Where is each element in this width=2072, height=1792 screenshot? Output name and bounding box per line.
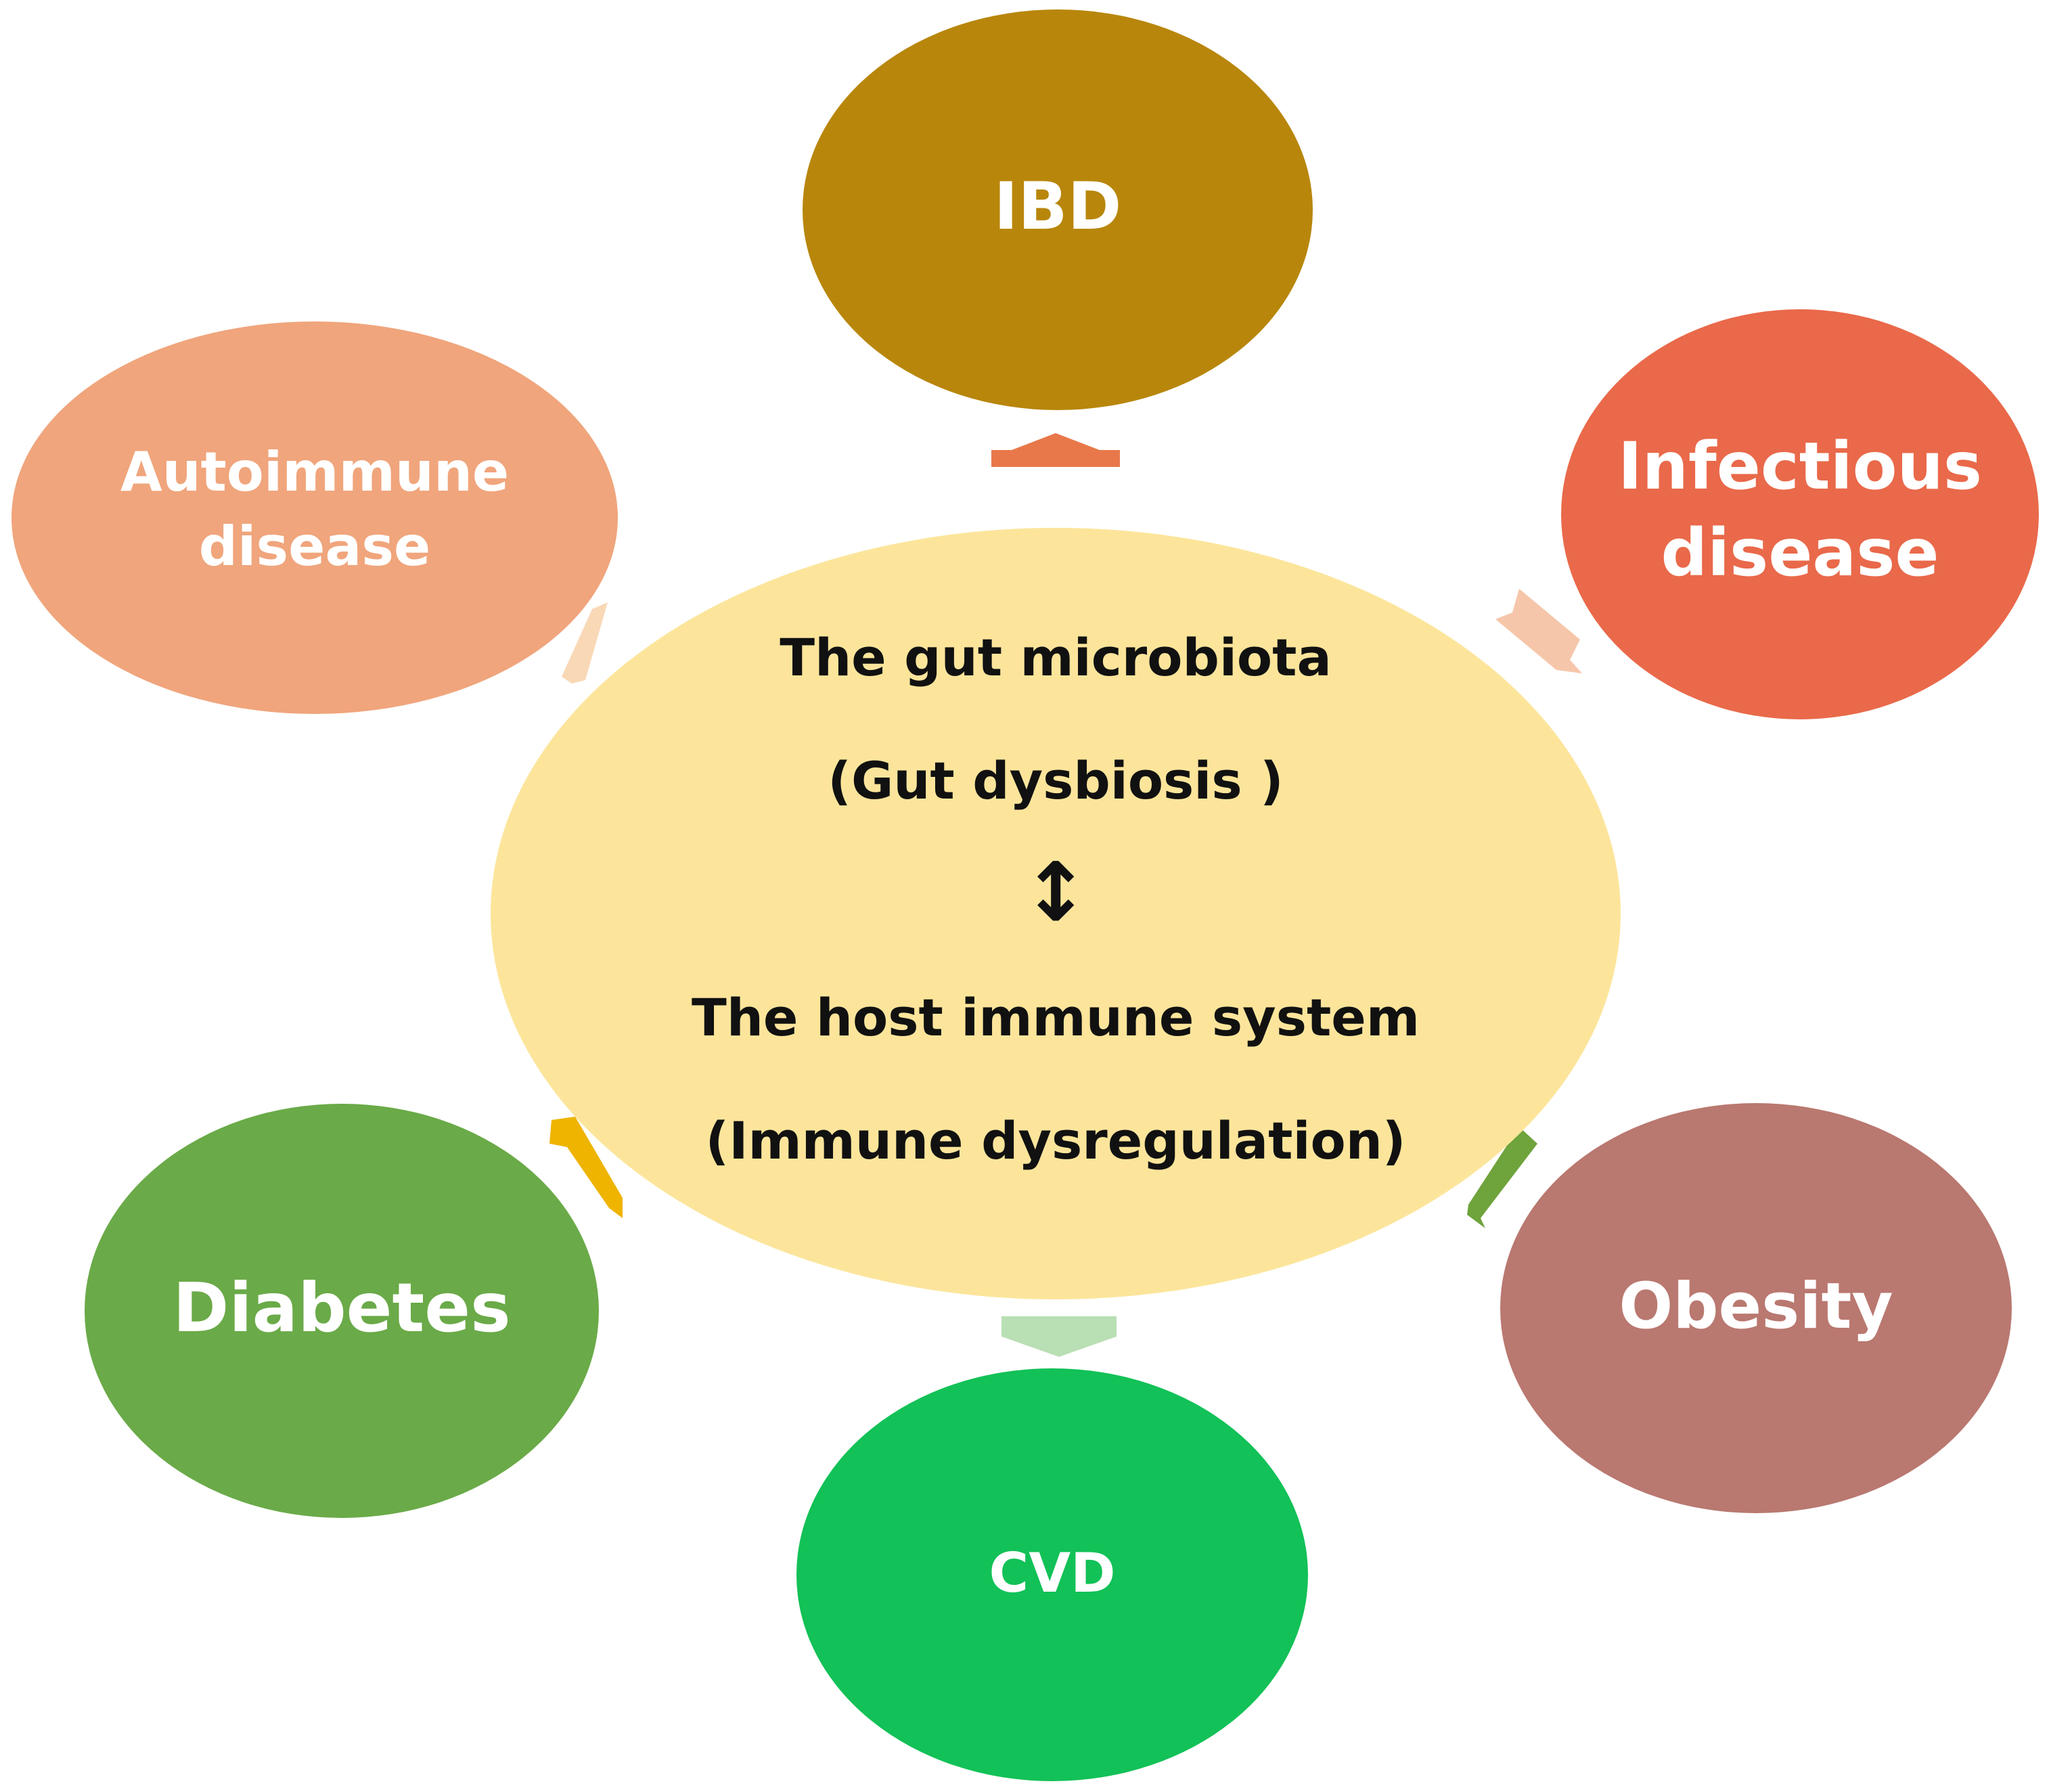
node-diabetes: Diabetes (85, 1104, 599, 1518)
node-diabetes-shape (85, 1104, 599, 1518)
arrow-to-infectious (1495, 589, 1582, 673)
node-obesity: Obesity (1500, 1103, 2012, 1513)
node-cvd-label: CVD (989, 1542, 1115, 1605)
arrow-to-diabetes (549, 1117, 623, 1218)
center-label-line3: The host immune system (692, 987, 1420, 1048)
node-ibd: IBD (803, 9, 1313, 410)
center-label-line4: (Immune dysregulation) (705, 1111, 1405, 1171)
node-obesity-label: Obesity (1619, 1270, 1893, 1343)
node-autoimmune-label-line2: disease (199, 515, 430, 578)
node-autoimmune: Autoimmune disease (12, 321, 618, 714)
bidirectional-arrow-icon: ↕ (1022, 846, 1090, 940)
node-infectious: Infectious disease (1561, 309, 2039, 719)
node-autoimmune-shape (12, 321, 618, 714)
node-ibd-shape (803, 9, 1313, 410)
node-ibd-label: IBD (994, 169, 1122, 244)
node-obesity-shape (1500, 1103, 2012, 1513)
node-autoimmune-label-line1: Autoimmune (120, 441, 509, 503)
node-diabetes-label: Diabetes (173, 1268, 510, 1347)
arrow-to-cvd (1001, 1316, 1117, 1357)
arrow-to-autoimmune (562, 602, 608, 684)
center-node: The gut microbiota (Gut dysbiosis ) ↕ Th… (491, 528, 1621, 1299)
arrow-to-ibd (991, 433, 1120, 467)
center-node-shape (491, 528, 1621, 1299)
node-cvd: CVD (796, 1368, 1308, 1781)
node-infectious-label-line2: disease (1661, 515, 1939, 591)
center-label-line1: The gut microbiota (780, 627, 1332, 688)
arrow-to-obesity (1467, 1127, 1537, 1228)
node-cvd-shape (796, 1368, 1308, 1781)
node-infectious-shape (1561, 309, 2039, 719)
node-infectious-label-line1: Infectious (1618, 428, 1982, 504)
center-label-line2: (Gut dysbiosis ) (828, 751, 1284, 811)
